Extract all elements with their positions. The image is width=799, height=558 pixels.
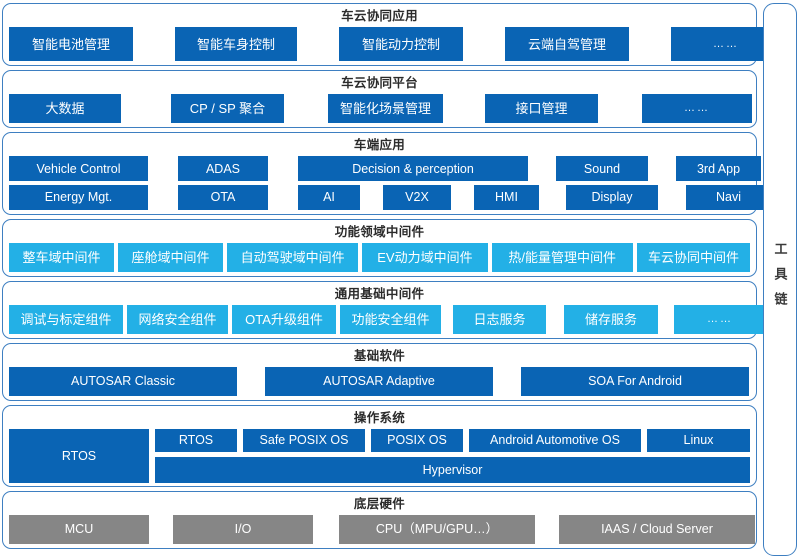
- layer-domain-middleware: 功能领域中间件 整车域中间件 座舱域中间件 自动驾驶域中间件 EV动力域中间件 …: [2, 219, 757, 277]
- layer-cloud-vehicle-platform: 车云协同平台 大数据 CP / SP 聚合 智能化场景管理 接口管理 ……: [2, 70, 757, 128]
- layer-row: 智能电池管理 智能车身控制 智能动力控制 云端自驾管理 ……: [9, 27, 781, 61]
- block-io[interactable]: I/O: [173, 515, 313, 544]
- block-ev-powertrain-domain-middleware[interactable]: EV动力域中间件: [362, 243, 488, 272]
- block-display[interactable]: Display: [566, 185, 658, 210]
- block-functional-safety-component[interactable]: 功能安全组件: [340, 305, 441, 334]
- block-rtos[interactable]: RTOS: [155, 429, 237, 452]
- block-decision-perception[interactable]: Decision & perception: [298, 156, 528, 182]
- block-vehicle-domain-middleware[interactable]: 整车域中间件: [9, 243, 115, 272]
- layer-title: 功能领域中间件: [334, 225, 425, 239]
- block-smart-body-control[interactable]: 智能车身控制: [175, 27, 297, 61]
- layer-hardware: 底层硬件 MCU I/O CPU（MPU/GPU…） IAAS / Cloud …: [2, 491, 757, 549]
- block-cloud-autonomous-driving-mgmt[interactable]: 云端自驾管理: [505, 27, 629, 61]
- toolchain-sidebar[interactable]: 工具链: [763, 3, 797, 556]
- layer-operating-system: 操作系统 RTOS RTOS Safe POSIX OS POSIX OS An…: [2, 405, 757, 487]
- layer-cloud-vehicle-apps: 车云协同应用 智能电池管理 智能车身控制 智能动力控制 云端自驾管理 ……: [2, 3, 781, 66]
- block-mcu[interactable]: MCU: [9, 515, 149, 544]
- block-storage-service[interactable]: 储存服务: [564, 305, 658, 334]
- layer-title: 车端应用: [353, 138, 406, 152]
- block-more-apps[interactable]: ……: [671, 27, 781, 61]
- layer-row-2: Energy Mgt. OTA AI V2X HMI Display Navi: [9, 185, 771, 210]
- block-energy-mgt[interactable]: Energy Mgt.: [9, 185, 148, 210]
- block-cpu[interactable]: CPU（MPU/GPU…）: [339, 515, 535, 544]
- block-smart-battery-mgmt[interactable]: 智能电池管理: [9, 27, 133, 61]
- block-autonomous-driving-domain-middleware[interactable]: 自动驾驶域中间件: [227, 243, 359, 272]
- block-autosar-classic[interactable]: AUTOSAR Classic: [9, 367, 237, 396]
- layer-title: 车云协同平台: [341, 76, 418, 90]
- layer-row-1: Vehicle Control ADAS Decision & percepti…: [9, 156, 761, 182]
- block-intelligent-scenario-mgmt[interactable]: 智能化场景管理: [328, 94, 443, 123]
- block-autosar-adaptive[interactable]: AUTOSAR Adaptive: [265, 367, 493, 396]
- block-interface-mgmt[interactable]: 接口管理: [485, 94, 598, 123]
- layer-vehicle-apps: 车端应用 Vehicle Control ADAS Decision & per…: [2, 132, 771, 215]
- block-soa-for-android[interactable]: SOA For Android: [521, 367, 749, 396]
- block-more-middleware[interactable]: ……: [674, 305, 766, 334]
- block-ai[interactable]: AI: [298, 185, 360, 210]
- layer-title: 通用基础中间件: [334, 287, 425, 301]
- block-network-security-component[interactable]: 网络安全组件: [127, 305, 228, 334]
- os-right-group: RTOS Safe POSIX OS POSIX OS Android Auto…: [155, 429, 750, 483]
- block-adas[interactable]: ADAS: [178, 156, 268, 182]
- os-top-row: RTOS Safe POSIX OS POSIX OS Android Auto…: [155, 429, 750, 452]
- layer-title: 基础软件: [353, 349, 406, 363]
- block-logging-service[interactable]: 日志服务: [453, 305, 546, 334]
- block-posix-os[interactable]: POSIX OS: [371, 429, 463, 452]
- layer-title: 车云协同应用: [341, 9, 418, 23]
- block-cp-sp-aggregation[interactable]: CP / SP 聚合: [171, 94, 284, 123]
- layer-title: 底层硬件: [353, 497, 406, 511]
- block-ota-upgrade-component[interactable]: OTA升级组件: [232, 305, 336, 334]
- block-more-platform[interactable]: ……: [642, 94, 752, 123]
- layer-base-software: 基础软件 AUTOSAR Classic AUTOSAR Adaptive SO…: [2, 343, 757, 401]
- os-body: RTOS RTOS Safe POSIX OS POSIX OS Android…: [9, 429, 750, 483]
- block-hmi[interactable]: HMI: [474, 185, 539, 210]
- layer-row: 调试与标定组件 网络安全组件 OTA升级组件 功能安全组件 日志服务 储存服务 …: [9, 305, 766, 334]
- block-sound[interactable]: Sound: [556, 156, 648, 182]
- layer-row: MCU I/O CPU（MPU/GPU…） IAAS / Cloud Serve…: [9, 515, 755, 544]
- block-navi[interactable]: Navi: [686, 185, 771, 210]
- block-vehicle-control[interactable]: Vehicle Control: [9, 156, 148, 182]
- layer-row: 大数据 CP / SP 聚合 智能化场景管理 接口管理 ……: [9, 94, 752, 123]
- block-cloud-vehicle-collab-middleware[interactable]: 车云协同中间件: [636, 243, 750, 272]
- block-3rd-app[interactable]: 3rd App: [676, 156, 761, 182]
- layer-common-base-middleware: 通用基础中间件 调试与标定组件 网络安全组件 OTA升级组件 功能安全组件 日志…: [2, 281, 766, 339]
- layer-title: 操作系统: [353, 411, 406, 425]
- block-cockpit-domain-middleware[interactable]: 座舱域中间件: [118, 243, 224, 272]
- block-android-automotive-os[interactable]: Android Automotive OS: [469, 429, 641, 452]
- block-ota[interactable]: OTA: [178, 185, 268, 210]
- block-smart-powertrain-control[interactable]: 智能动力控制: [339, 27, 463, 61]
- layer-row: 整车域中间件 座舱域中间件 自动驾驶域中间件 EV动力域中间件 热/能量管理中间…: [9, 243, 750, 272]
- toolchain-label: 工具链: [772, 242, 788, 317]
- block-iaas-cloud-server[interactable]: IAAS / Cloud Server: [559, 515, 755, 544]
- block-v2x[interactable]: V2X: [383, 185, 451, 210]
- block-big-data[interactable]: 大数据: [9, 94, 121, 123]
- block-linux[interactable]: Linux: [647, 429, 750, 452]
- block-rtos-primary[interactable]: RTOS: [9, 429, 149, 483]
- block-safe-posix-os[interactable]: Safe POSIX OS: [243, 429, 365, 452]
- block-thermal-energy-mgmt-middleware[interactable]: 热/能量管理中间件: [491, 243, 633, 272]
- block-hypervisor[interactable]: Hypervisor: [155, 456, 750, 483]
- layer-row: AUTOSAR Classic AUTOSAR Adaptive SOA For…: [9, 367, 750, 396]
- layer-stack: 车云协同应用 智能电池管理 智能车身控制 智能动力控制 云端自驾管理 …… 车云…: [2, 3, 781, 556]
- block-debug-calibration-component[interactable]: 调试与标定组件: [9, 305, 123, 334]
